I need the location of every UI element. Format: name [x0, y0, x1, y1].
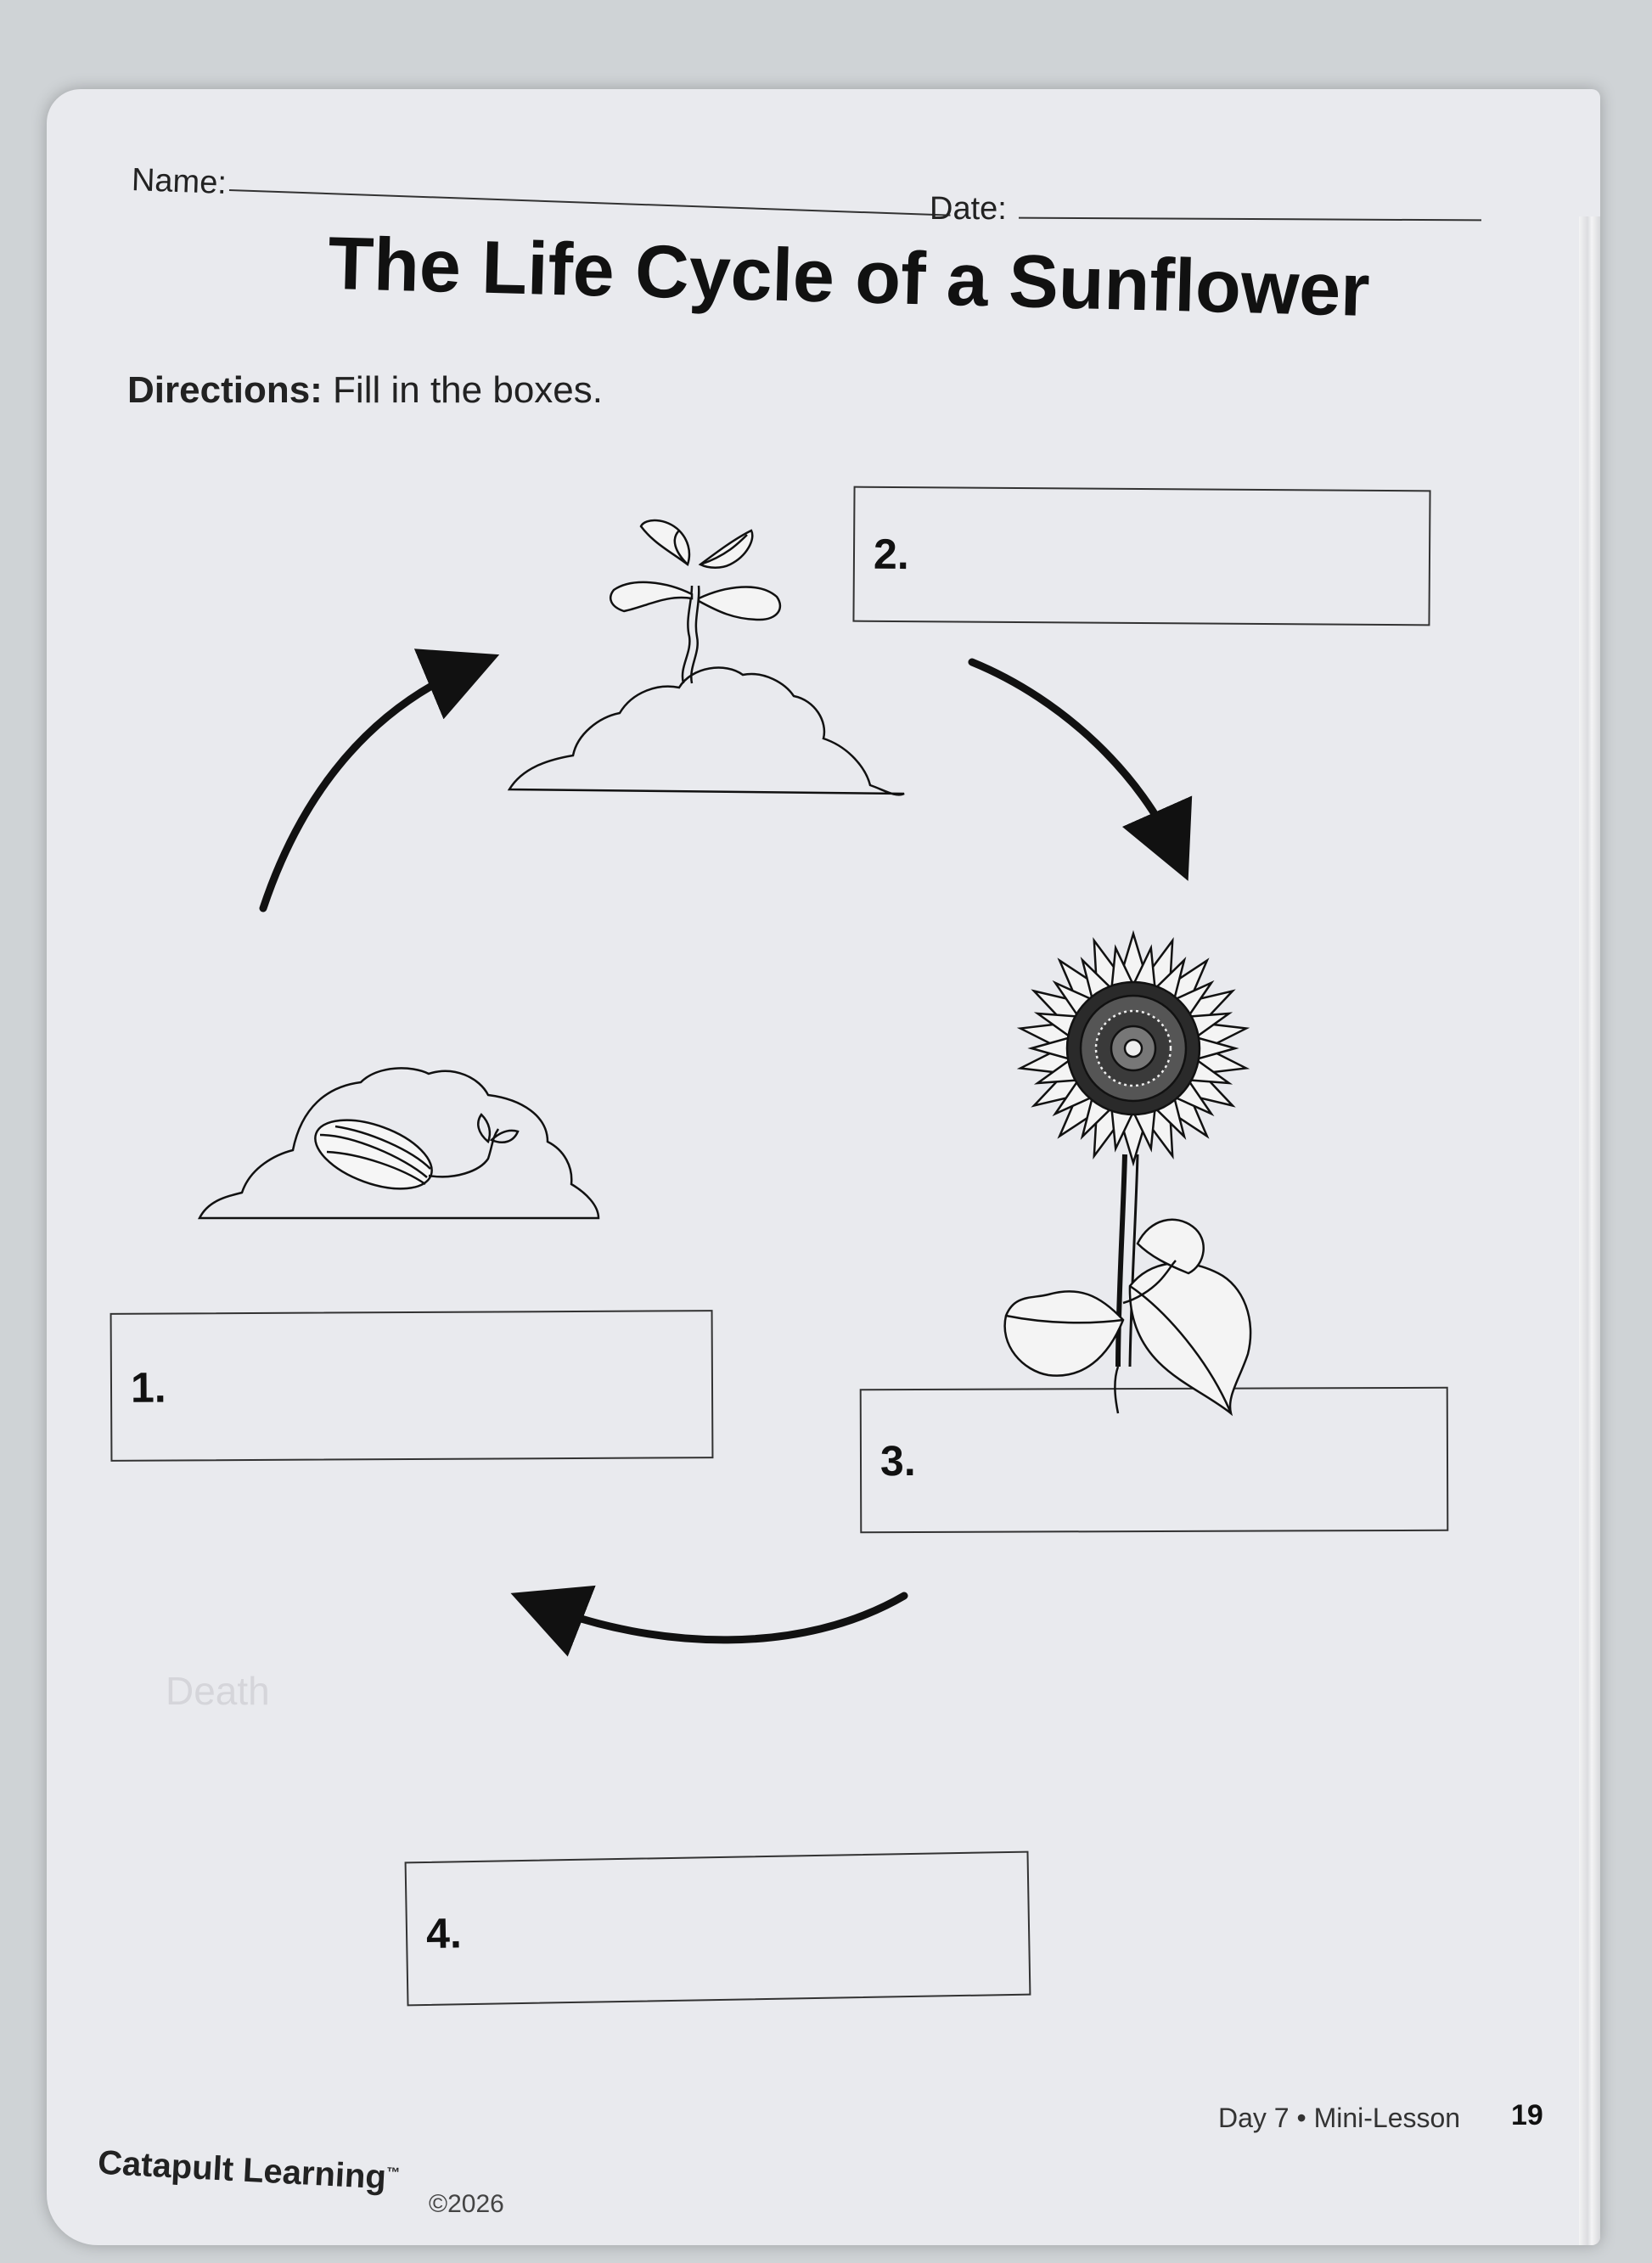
worksheet-page: Death Name: Date: The Life Cycle of a Su… [47, 89, 1600, 2245]
date-label: Date: [930, 191, 1007, 227]
page-edge [1579, 216, 1600, 2245]
sprout-icon [507, 519, 905, 796]
copyright: ©2026 [429, 2190, 504, 2218]
directions-label: Directions: [127, 369, 323, 411]
sunflower-icon [1003, 929, 1252, 1417]
directions: Directions: Fill in the boxes. [127, 369, 603, 412]
arrow-sprout-to-flower [968, 658, 1193, 881]
lesson-label: Day 7 • Mini-Lesson [1218, 2103, 1461, 2133]
arrow-flower-to-death [510, 1585, 908, 1657]
trademark: ™ [385, 2165, 401, 2181]
directions-text: Fill in the boxes. [322, 369, 603, 411]
page-number: 19 [1511, 2099, 1543, 2131]
life-cycle-diagram [197, 519, 1252, 1657]
arrow-seed-to-sprout [259, 649, 500, 912]
show-through-text: Death [166, 1669, 270, 1713]
seed-icon [197, 1067, 600, 1220]
